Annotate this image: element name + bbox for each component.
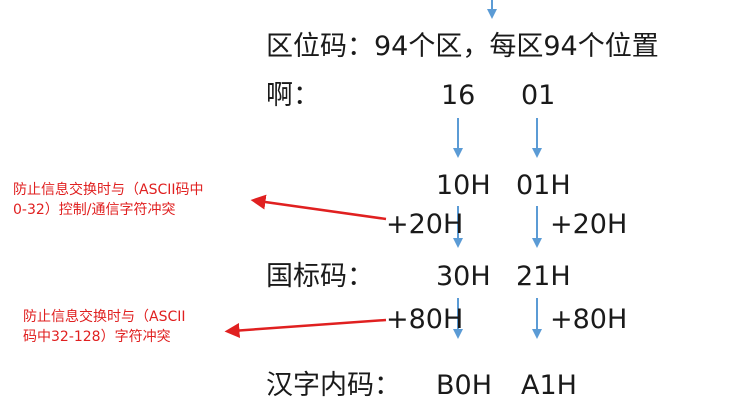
add-20h-right: +20H — [550, 209, 628, 240]
note-ascii-char-conflict: 防止信息交换时与（ASCII 码中32-128）字符冲突 — [23, 307, 186, 347]
add-20h-left: +20H — [386, 209, 464, 240]
note2-line2: 码中32-128）字符冲突 — [23, 329, 171, 345]
internal-pos-value: A1H — [521, 370, 577, 401]
internal-area-value: B0H — [436, 370, 493, 401]
note1-arrow — [250, 194, 387, 221]
guobiao-area-value: 30H — [436, 261, 491, 292]
internal-code-label: 汉字内码： — [266, 370, 401, 401]
note1-line1: 防止信息交换时与（ASCII码中 — [13, 182, 204, 198]
guobiao-pos-value: 21H — [516, 261, 571, 292]
add-80h-left: +80H — [386, 304, 464, 335]
note2-line1: 防止信息交换时与（ASCII — [23, 309, 186, 325]
pos-code-value: 01 — [521, 80, 556, 111]
example-char-label: 啊： — [266, 80, 320, 111]
note-ascii-control-conflict: 防止信息交换时与（ASCII码中 0-32）控制/通信字符冲突 — [13, 180, 204, 220]
note2-arrow — [224, 318, 387, 338]
add-80h-right: +80H — [550, 304, 628, 335]
pos-hex-value: 01H — [516, 170, 571, 201]
area-code-value: 16 — [441, 80, 476, 111]
guobiao-label: 国标码： — [266, 261, 374, 292]
area-hex-value: 10H — [436, 170, 491, 201]
header-text: 区位码：94个区，每区94个位置 — [266, 31, 659, 62]
note1-line2: 0-32）控制/通信字符冲突 — [13, 202, 176, 218]
